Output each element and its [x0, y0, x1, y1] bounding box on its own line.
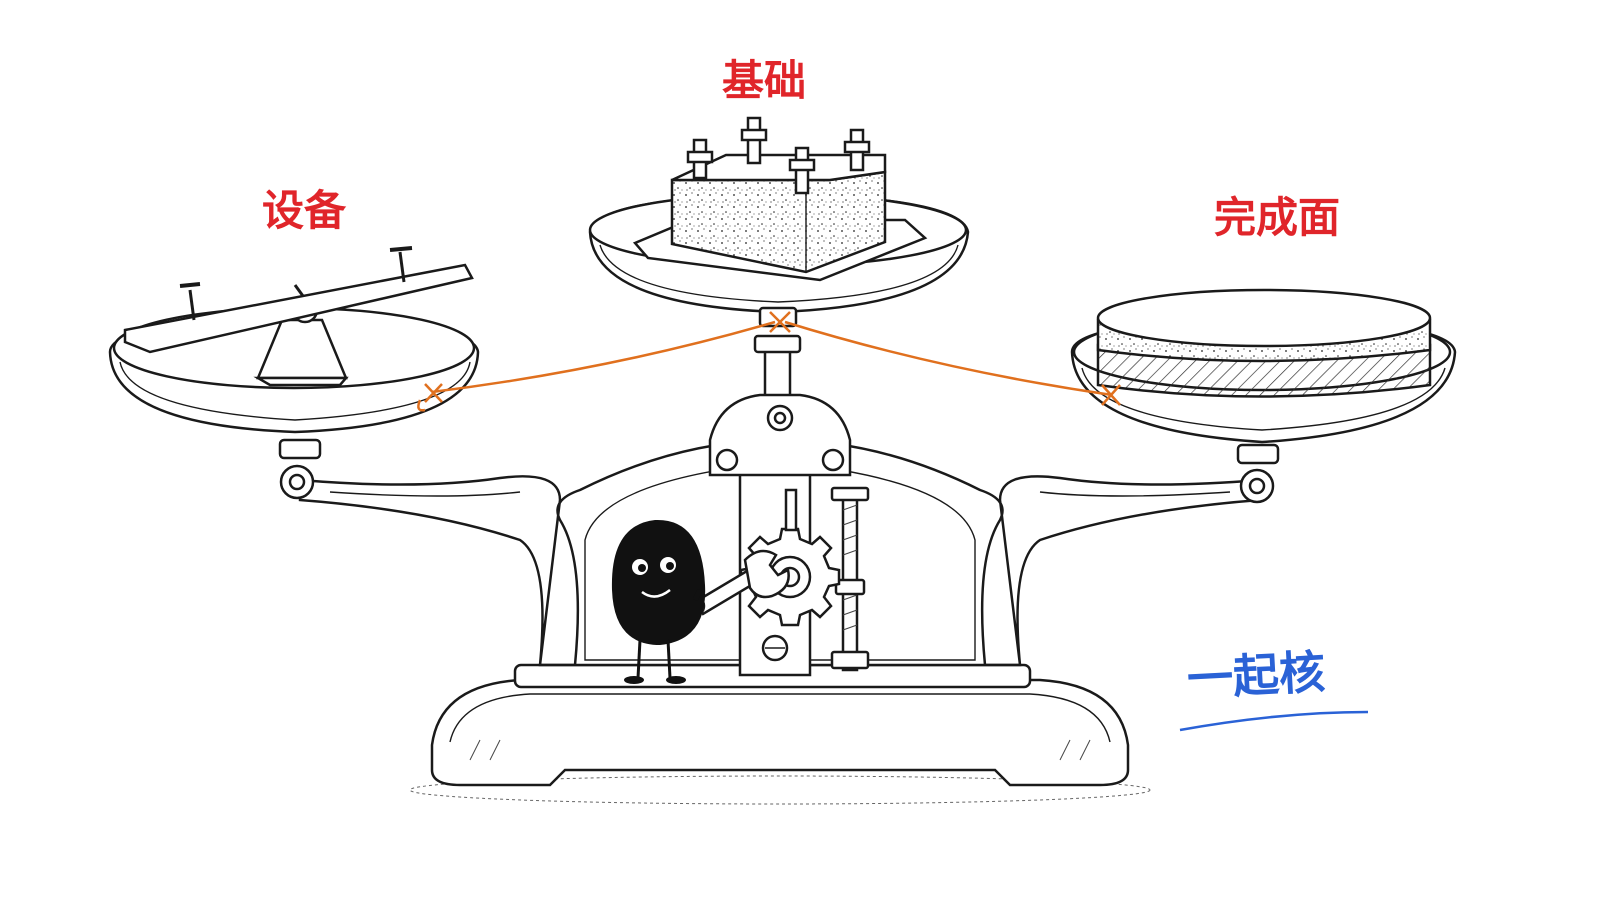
string-knot-right [1101, 384, 1121, 406]
connecting-strings [417, 311, 1121, 412]
blob-mascot-icon [611, 519, 706, 684]
signature-text: 一起核 [1186, 645, 1327, 706]
scale-base [409, 663, 1151, 805]
label-equipment: 设备 [262, 186, 347, 235]
string-knot-center [769, 311, 791, 333]
label-foundation: 基础 [722, 56, 806, 105]
finish-surface-slab [1096, 288, 1432, 398]
signature: 一起核 [1179, 645, 1369, 732]
anchor-bolts [686, 116, 871, 195]
label-finish-surface: 完成面 [1214, 193, 1340, 242]
seesaw-equipment [123, 246, 474, 387]
string-knot-left [417, 383, 443, 412]
foundation-block [632, 116, 928, 282]
